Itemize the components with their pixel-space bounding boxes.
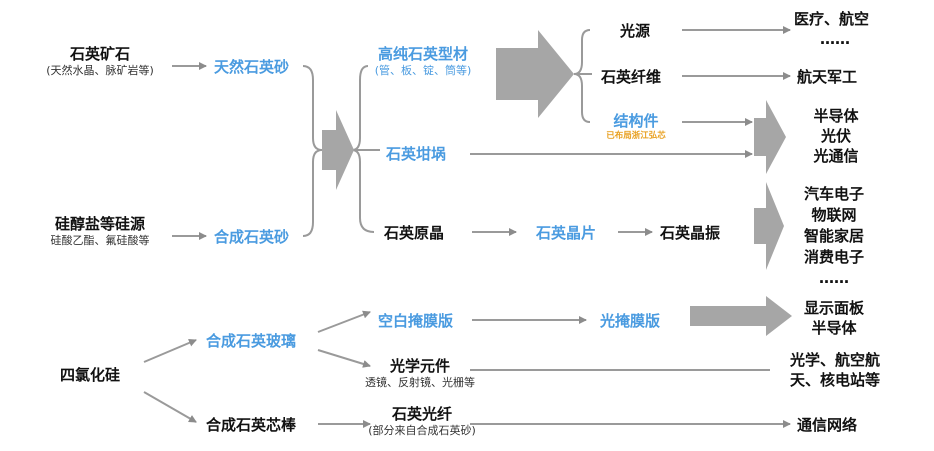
quartz-ore-label: 石英矿石 xyxy=(69,45,130,63)
fiber-q-node: 石英纤维 xyxy=(601,68,662,86)
arrow-glass-to-optics xyxy=(317,349,371,368)
silicon-source-node: 硅醇盐等硅源 硅酸乙酯、氟硅酸等 xyxy=(26,214,174,248)
quartz-ore-node: 石英矿石 (天然水晶、脉矿岩等) xyxy=(28,44,172,78)
arrow-sicl4-to-glass xyxy=(143,339,197,363)
light-source-node: 光源 xyxy=(620,22,651,40)
app-group-optics: 光学、航空航 天、核电站等 xyxy=(774,350,896,390)
bracket-sand-merge xyxy=(302,65,323,237)
app-group-electronics: 汽车电子 物联网 智能家居 消费电子 …… xyxy=(790,184,878,289)
oscillator-node: 石英晶振 xyxy=(660,224,721,242)
high-purity-node: 高纯石英型材 (管、板、锭、筒等) xyxy=(362,44,484,78)
app-item: 物联网 xyxy=(811,206,857,224)
quartz-ore-sub: (天然水晶、脉矿岩等) xyxy=(46,64,154,77)
dots-label-1: …… xyxy=(820,30,850,48)
structural-node: 结构件 已布局浙江弘芯 xyxy=(596,111,676,141)
app-item: 智能家居 xyxy=(803,227,864,245)
app-item: 消费电子 xyxy=(803,248,864,266)
arrow-glass-to-blank xyxy=(317,310,371,333)
crystal-node: 石英原晶 xyxy=(384,224,445,242)
fiber-node: 石英光纤 (部分来自合成石英砂) xyxy=(352,404,492,438)
rod-node: 合成石英芯棒 xyxy=(206,416,297,434)
app-item: …… xyxy=(819,269,849,287)
wafer-node: 石英晶片 xyxy=(536,224,597,242)
structural-label: 结构件 xyxy=(613,112,659,130)
sicl4-node: 四氯化硅 xyxy=(60,366,121,384)
bracket-branch-split xyxy=(573,29,592,123)
big-arrow-electronics xyxy=(754,182,784,270)
telecom-label: 通信网络 xyxy=(797,416,858,434)
synthetic-sand-node: 合成石英砂 xyxy=(214,228,290,246)
silicon-source-sub: 硅酸乙酯、氟硅酸等 xyxy=(50,234,150,247)
arrow-sicl4-to-rod xyxy=(143,391,197,423)
app-item: 半导体 xyxy=(813,107,859,125)
big-arrow-high-purity xyxy=(496,30,574,118)
app-group-display: 显示面板 半导体 xyxy=(794,298,874,338)
big-arrow-sand-merge xyxy=(322,110,354,190)
crucible-node: 石英坩埚 xyxy=(386,145,447,163)
big-arrow-semiconductor xyxy=(754,100,786,174)
aerospace-label: 航天军工 xyxy=(797,68,858,86)
app-item: 光通信 xyxy=(813,147,859,165)
optics-sub: 透镜、反射镜、光栅等 xyxy=(365,376,475,389)
high-purity-label: 高纯石英型材 xyxy=(377,45,468,63)
medical-label: 医疗、航空 xyxy=(794,10,870,28)
optics-node: 光学元件 透镜、反射镜、光栅等 xyxy=(352,356,488,390)
silicon-source-label: 硅醇盐等硅源 xyxy=(54,215,145,233)
optics-label: 光学元件 xyxy=(389,357,450,375)
high-purity-sub: (管、板、锭、筒等) xyxy=(374,64,472,77)
fiber-label: 石英光纤 xyxy=(391,405,452,423)
app-item: 半导体 xyxy=(811,319,857,337)
app-item: 天、核电站等 xyxy=(789,371,880,389)
structural-note: 已布局浙江弘芯 xyxy=(606,131,666,141)
app-item: 光伏 xyxy=(820,127,851,145)
natural-sand-node: 天然石英砂 xyxy=(214,58,290,76)
fiber-sub: (部分来自合成石英砂) xyxy=(368,424,476,437)
app-item: 显示面板 xyxy=(803,299,864,317)
app-item: 汽车电子 xyxy=(803,185,864,203)
app-group-semiconductor: 半导体 光伏 光通信 xyxy=(796,106,876,166)
synthetic-glass-node: 合成石英玻璃 xyxy=(206,332,297,350)
big-arrow-display xyxy=(690,296,792,336)
blank-mask-node: 空白掩膜版 xyxy=(378,312,454,330)
bracket-mid-split xyxy=(351,65,380,233)
app-item: 光学、航空航 xyxy=(789,351,880,369)
photomask-node: 光掩膜版 xyxy=(600,312,661,330)
